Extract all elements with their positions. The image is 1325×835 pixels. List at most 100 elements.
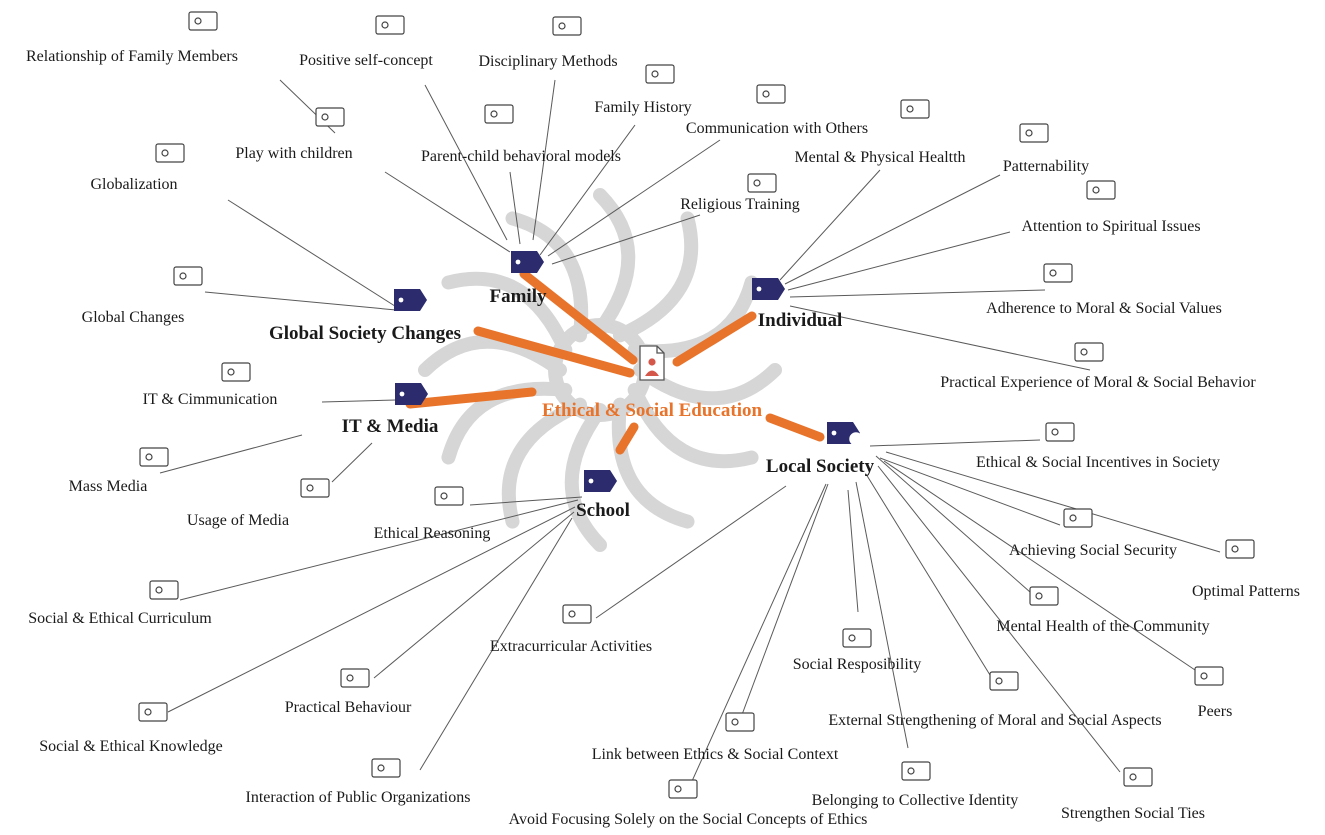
leaf-label-belonging-to-collective-identity[interactable]: Belonging to Collective Identity	[812, 792, 1019, 809]
leaf-tag-icon[interactable]	[1045, 422, 1075, 442]
leaf-label-family-history[interactable]: Family History	[594, 99, 691, 116]
leaf-tag-icon[interactable]	[173, 266, 203, 286]
leaf-link-ethical-reasoning	[469, 496, 583, 506]
leaf-link-play-with-children	[384, 171, 511, 253]
leaf-label-social-resposibility[interactable]: Social Resposibility	[793, 656, 921, 673]
leaf-tag-icon[interactable]	[989, 671, 1019, 691]
leaf-link-practical-behaviour	[373, 511, 575, 679]
leaf-link-social-resposibility	[847, 489, 859, 613]
leaf-tag-icon[interactable]	[484, 104, 514, 124]
leaf-link-global-changes	[204, 291, 397, 311]
watermark-petal	[501, 397, 587, 529]
leaf-tag-icon[interactable]	[340, 668, 370, 688]
leaf-tag-icon[interactable]	[315, 107, 345, 127]
leaf-label-usage-of-media[interactable]: Usage of Media	[187, 512, 289, 529]
hub-label-local[interactable]: Local Society	[766, 456, 875, 477]
leaf-label-avoid-focusing-solely-on-the-social-concepts-of-ethics[interactable]: Avoid Focusing Solely on the Social Conc…	[509, 811, 868, 828]
leaf-link-globalization	[227, 199, 399, 309]
leaf-label-ethical-social-incentives-in-society[interactable]: Ethical & Social Incentives in Society	[976, 454, 1220, 471]
leaf-link-communication-with-others	[547, 139, 721, 257]
leaf-label-play-with-children[interactable]: Play with children	[235, 145, 352, 162]
leaf-tag-icon[interactable]	[900, 99, 930, 119]
leaf-label-interaction-of-public-organizations[interactable]: Interaction of Public Organizations	[246, 789, 471, 806]
leaf-tag-icon[interactable]	[1063, 508, 1093, 528]
hub-link-school	[615, 422, 639, 455]
leaf-tag-icon[interactable]	[668, 779, 698, 799]
leaf-label-parent-child-behavioral-models[interactable]: Parent-child behavioral models	[421, 148, 621, 165]
leaf-tag-icon[interactable]	[1086, 180, 1116, 200]
leaf-tag-icon[interactable]	[1074, 342, 1104, 362]
leaf-label-mass-media[interactable]: Mass Media	[69, 478, 148, 495]
leaf-label-global-changes[interactable]: Global Changes	[82, 309, 185, 326]
leaf-tag-icon[interactable]	[221, 362, 251, 382]
leaf-label-strengthen-social-ties[interactable]: Strengthen Social Ties	[1061, 805, 1205, 822]
hub-tag-icon-itmedia[interactable]	[395, 383, 428, 405]
leaf-label-link-between-ethics-social-context[interactable]: Link between Ethics & Social Context	[592, 746, 839, 763]
hub-label-global[interactable]: Global Society Changes	[269, 323, 461, 344]
leaf-tag-icon[interactable]	[1123, 767, 1153, 787]
leaf-label-patternability[interactable]: Patternability	[1003, 158, 1089, 175]
leaf-label-achieving-social-security[interactable]: Achieving Social Security	[1009, 542, 1177, 559]
leaf-tag-icon[interactable]	[645, 64, 675, 84]
leaf-tag-icon[interactable]	[901, 761, 931, 781]
leaf-label-mental-health-of-the-community[interactable]: Mental Health of the Community	[996, 618, 1209, 635]
leaf-label-globalization[interactable]: Globalization	[90, 176, 177, 193]
leaf-link-social-ethical-curriculum	[179, 499, 579, 601]
leaf-label-external-strengthening-of-moral-and-social-aspects[interactable]: External Strengthening of Moral and Soci…	[828, 712, 1161, 729]
watermark-petal	[418, 334, 567, 377]
selection-dot	[849, 432, 863, 446]
hub-label-itmedia[interactable]: IT & Media	[342, 416, 439, 437]
hub-node-icons	[394, 251, 863, 492]
leaf-label-practical-behaviour[interactable]: Practical Behaviour	[285, 699, 412, 716]
leaf-tag-icon[interactable]	[434, 486, 464, 506]
leaf-tag-icon[interactable]	[155, 143, 185, 163]
leaf-tag-icon[interactable]	[1029, 586, 1059, 606]
leaf-label-mental-physical-healtth[interactable]: Mental & Physical Healtth	[794, 149, 965, 166]
hub-tag-icon-local[interactable]	[827, 422, 863, 446]
leaf-tag-icon[interactable]	[756, 84, 786, 104]
hub-tag-icon-individual[interactable]	[752, 278, 785, 300]
leaf-label-attention-to-spiritual-issues[interactable]: Attention to Spiritual Issues	[1021, 218, 1200, 235]
leaf-tag-icon[interactable]	[1225, 539, 1255, 559]
leaf-label-communication-with-others[interactable]: Communication with Others	[686, 120, 868, 137]
leaf-tag-icon[interactable]	[139, 447, 169, 467]
hub-label-family[interactable]: Family	[490, 286, 547, 307]
leaf-link-practical-experience-of-moral-social-behavior	[789, 305, 1091, 371]
leaf-tag-icon[interactable]	[1043, 263, 1073, 283]
leaf-label-optimal-patterns[interactable]: Optimal Patterns	[1192, 583, 1300, 600]
leaf-label-social-ethical-curriculum[interactable]: Social & Ethical Curriculum	[28, 610, 212, 627]
leaf-link-optimal-patterns	[885, 451, 1221, 553]
leaf-tag-icon[interactable]	[747, 173, 777, 193]
leaf-tag-icon[interactable]	[725, 712, 755, 732]
leaf-label-social-ethical-knowledge[interactable]: Social & Ethical Knowledge	[39, 738, 223, 755]
leaf-label-religious-training[interactable]: Religious Training	[680, 196, 800, 213]
hub-tag-icon-global[interactable]	[394, 289, 427, 311]
hub-label-individual[interactable]: Individual	[758, 310, 843, 331]
leaf-tag-icon[interactable]	[842, 628, 872, 648]
leaf-label-extracurricular-activities[interactable]: Extracurricular Activities	[490, 638, 652, 655]
hub-label-school[interactable]: School	[576, 500, 630, 521]
center-node[interactable]: Ethical & Social Education	[542, 345, 763, 421]
leaf-tag-icon[interactable]	[562, 604, 592, 624]
leaf-label-peers[interactable]: Peers	[1198, 703, 1233, 720]
leaf-label-adherence-to-moral-social-values[interactable]: Adherence to Moral & Social Values	[986, 300, 1222, 317]
leaf-tag-icon[interactable]	[371, 758, 401, 778]
leaf-label-it-cimmunication[interactable]: IT & Cimmunication	[143, 391, 278, 408]
leaf-tag-icon[interactable]	[552, 16, 582, 36]
leaf-link-external-strengthening-of-moral-and-social-aspects	[865, 473, 991, 676]
leaf-tag-icon[interactable]	[188, 11, 218, 31]
hub-tag-icon-family[interactable]	[511, 251, 544, 273]
leaf-tag-icon[interactable]	[300, 478, 330, 498]
leaf-label-relationship-of-family-members[interactable]: Relationship of Family Members	[26, 48, 238, 65]
hub-tag-icon-school[interactable]	[584, 470, 617, 492]
leaf-tag-icon[interactable]	[1194, 666, 1224, 686]
leaf-tag-icon[interactable]	[138, 702, 168, 722]
leaf-label-practical-experience-of-moral-social-behavior[interactable]: Practical Experience of Moral & Social B…	[940, 374, 1256, 391]
leaf-tag-icon[interactable]	[375, 15, 405, 35]
leaf-label-disciplinary-methods[interactable]: Disciplinary Methods	[478, 53, 617, 70]
leaf-label-positive-self-concept[interactable]: Positive self-concept	[299, 52, 433, 69]
leaf-label-ethical-reasoning[interactable]: Ethical Reasoning	[374, 525, 491, 542]
leaf-tag-icon[interactable]	[149, 580, 179, 600]
leaf-tag-icon[interactable]	[1019, 123, 1049, 143]
leaf-link-extracurricular-activities	[595, 485, 787, 619]
